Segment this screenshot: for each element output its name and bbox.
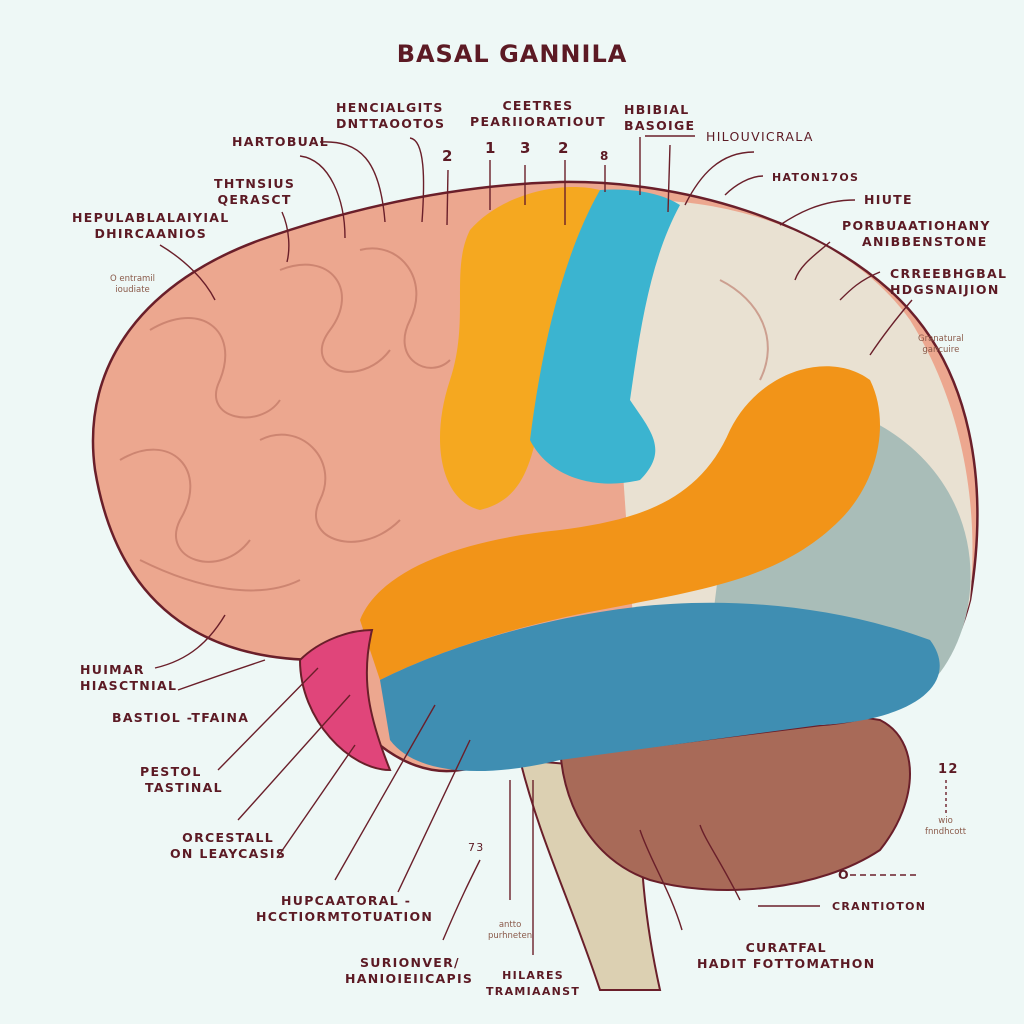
label-line: TASTINAL [145,780,223,795]
label-line: DNTTAOOTOS [336,116,446,131]
region-number: 2 [558,139,570,157]
label-line: QERASCT [217,192,292,207]
label-line: HADIT FOTTOMATHON [697,956,876,971]
label-line: purhneten [488,931,533,941]
label-12: 12 [938,762,959,777]
gyri-lines [119,247,769,592]
label-crantioton: CRANTIOTON [832,900,927,913]
label-line: BASOIGE [624,118,696,133]
label-line: HDGSNAIJION [890,282,1000,297]
label-line: HENCIALGITS [336,100,444,115]
label-surionver: SURIONVER/HANIOIEIICAPIS [345,955,473,987]
region-number: 2 [442,147,454,165]
label-line: HEPULABLALAIYIAL [72,210,230,225]
label-line: CEETRES [502,98,574,113]
region-number: 1 [485,139,497,157]
region-number: 8 [600,149,610,163]
label-line: CURATFAL [745,940,827,955]
motor-cortex [440,186,600,511]
label-line: ioudiate [115,285,150,295]
label-line: HCCTIORMTOTUATION [256,909,434,924]
label-hupcaatoral: HUPCAATORAL -HCCTIORMTOTUATION [256,893,433,925]
leader-lines [154,135,947,955]
label-line: ANIBBENSTONE [862,234,988,249]
label-hilares: HILARES TRAMIAANST [486,968,580,1000]
label-hartobual: HARTOBUAL [232,134,329,149]
label-haton17os: HATON17OS [772,171,860,184]
label-line: antto [498,920,522,930]
label-line: wio [938,816,953,826]
label-line: PORBUAATIOHANY [842,218,991,233]
label-line: HBIBIAL [624,102,690,117]
sensory-cortex [530,189,680,484]
label-line: Granatural [918,334,964,344]
label-line: gancuire [922,345,960,355]
label-line: ORCESTALL [182,830,274,845]
label-line: TRAMIAANST [486,985,581,998]
diagram-title: BASAL GANNILA [396,40,628,68]
label-line: CRREEBHGBAL [890,266,1008,281]
label-line: DHIRCAANIOS [94,226,208,241]
label-bastiol: BASTIOL -TFAINA [112,710,250,725]
temporal-band [360,366,880,680]
label-line: O entramil [110,274,156,284]
label-hiute: HIUTE [864,192,913,207]
label-line: THTNSIUS [214,176,296,191]
label-line: HILARES [502,969,564,982]
label-line: fnndhcott [925,827,967,837]
label-o-marker: O [838,867,850,882]
label-line: PEARIIORATIOUT [470,114,606,129]
label-line: HUIMAR [80,662,145,677]
label-73: 73 [468,841,485,854]
label-line: SURIONVER/ [360,955,460,970]
region-number: 3 [520,139,532,157]
label-line: HANIOIEIICAPIS [345,971,474,986]
label-line: PESTOL [140,764,202,779]
label-line: HIASCTNIAL [80,678,178,693]
label-hilouvicrala: HILOUVICRALA [706,129,814,144]
label-line: ON LEAYCASIS [170,846,287,861]
label-line: HUPCAATORAL - [281,893,412,908]
temporal-lobe [380,602,940,772]
